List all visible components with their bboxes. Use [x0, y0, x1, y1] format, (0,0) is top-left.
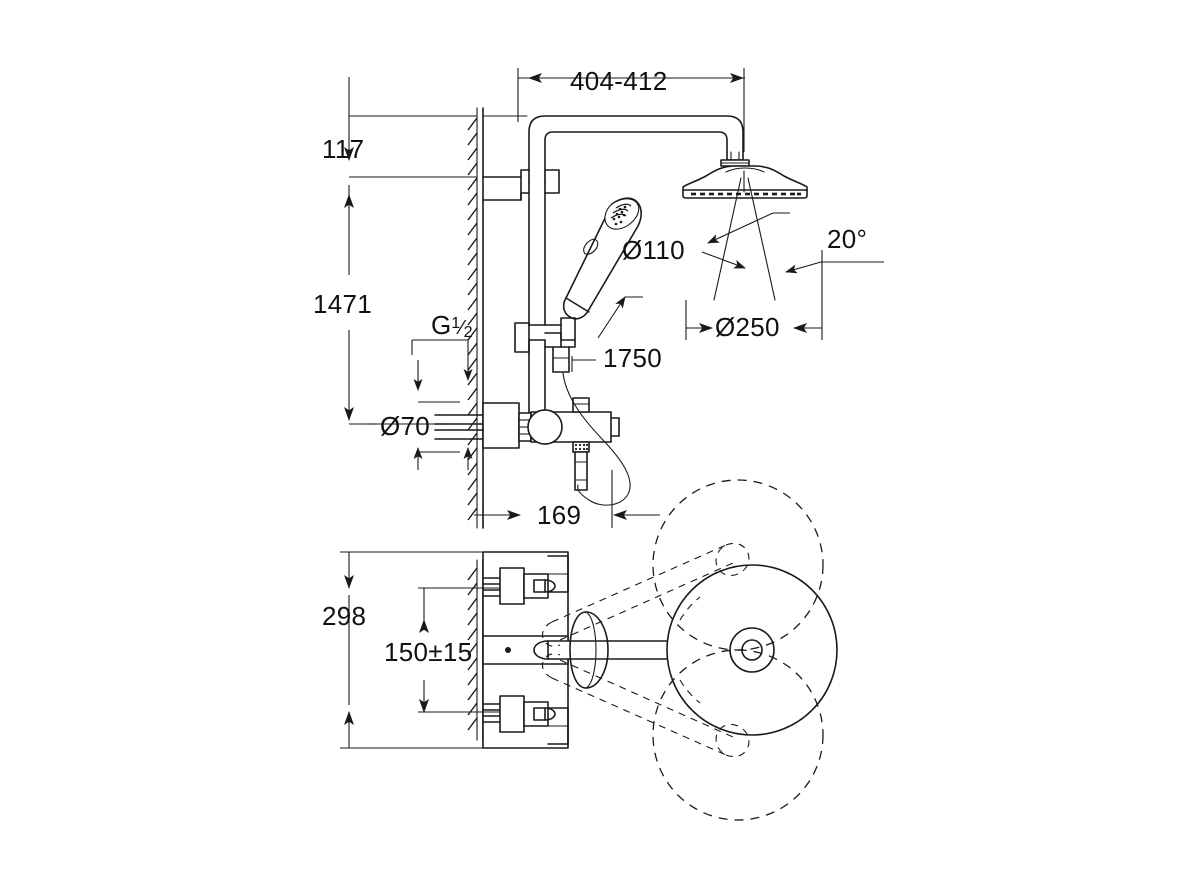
dimension-label-1471: 1471 — [313, 289, 373, 319]
slider-lower — [514, 322, 576, 373]
dimension-label-inlet-thread: G1⁄2 — [431, 310, 473, 341]
dimension-label-arm-reach: 404-412 — [570, 66, 668, 96]
spray-disc-rotated-up — [541, 479, 824, 651]
dimension-G-half — [411, 339, 473, 470]
dimension-404-412 — [517, 68, 745, 152]
spray-disc-solid — [666, 564, 838, 736]
dimension-117 — [344, 77, 477, 200]
shower-hose — [562, 372, 631, 506]
dimension-1750 — [571, 356, 596, 372]
riser-pipe — [482, 115, 744, 413]
head-shower — [682, 151, 808, 301]
dimension-label-inlet-centres: 150±15 — [384, 637, 473, 667]
dimension-label-projection: 169 — [537, 500, 582, 530]
dimension-label-overall-body-height: 298 — [322, 601, 367, 631]
leader-d110-hand — [597, 296, 643, 339]
hand-shower — [544, 197, 642, 341]
thermostatic-mixer — [434, 397, 620, 491]
dimension-label-hose-length: 1750 — [603, 343, 663, 373]
leader-d110-head — [707, 212, 790, 244]
dimension-label-head-shower-diameter: Ø250 — [715, 312, 780, 342]
leader-20deg — [785, 261, 884, 274]
plan-rotation-view — [340, 479, 838, 821]
dimension-D250 — [685, 250, 823, 340]
dimension-169 — [474, 470, 660, 528]
side-elevation-view — [344, 68, 884, 529]
dimension-150pm15 — [418, 587, 500, 713]
mixer-body-plan — [482, 551, 569, 749]
dimension-label-hand-shower-head: Ø110 — [622, 235, 685, 265]
dimension-label-inlet-spacing: Ø70 — [380, 411, 431, 441]
wall-hatch-upper — [467, 107, 484, 529]
thread-letter: G — [431, 310, 452, 340]
hub-ghost-arcs — [679, 596, 701, 704]
leader-d110-right — [701, 251, 746, 269]
spray-disc-rotated-down — [541, 649, 824, 821]
thread-fraction: 1⁄2 — [451, 313, 473, 342]
dimension-label-117: 117 — [322, 134, 365, 164]
dimension-label-spray-angle: 20° — [827, 224, 868, 254]
dimension-298 — [340, 551, 483, 749]
